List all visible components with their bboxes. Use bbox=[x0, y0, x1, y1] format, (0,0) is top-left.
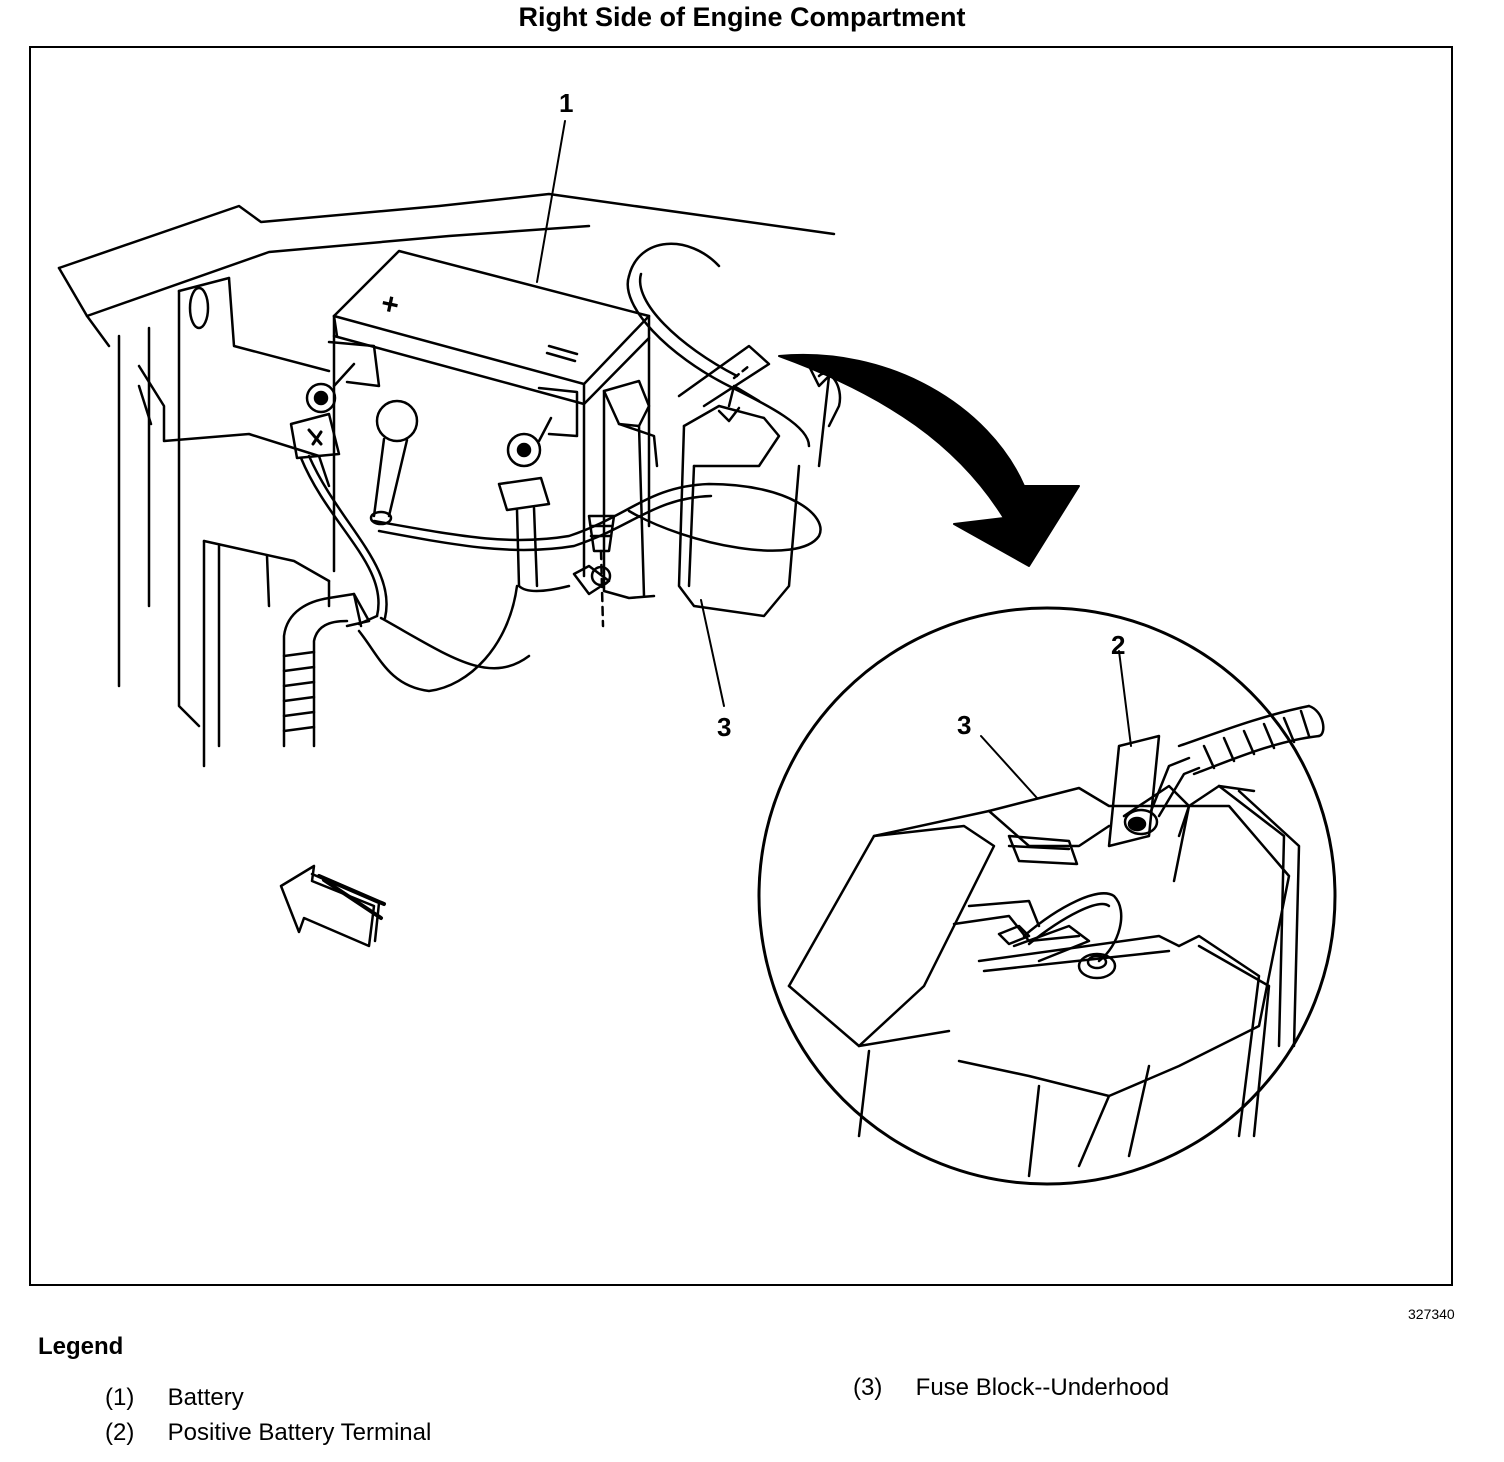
legend-item: (3) Fuse Block--Underhood bbox=[853, 1374, 1169, 1402]
callout-3-detail: 3 bbox=[957, 710, 971, 740]
fender-structure bbox=[57, 192, 836, 768]
view-direction-arrow bbox=[279, 864, 386, 948]
figure-id: 327340 bbox=[1408, 1306, 1455, 1322]
legend-item-label: Battery bbox=[167, 1384, 244, 1411]
legend-item-number: (2) bbox=[105, 1419, 135, 1446]
legend-item-number: (3) bbox=[853, 1374, 883, 1401]
callout-3-main: 3 bbox=[717, 712, 731, 742]
page-title: Right Side of Engine Compartment bbox=[518, 2, 966, 32]
illustration-frame bbox=[29, 46, 1453, 1286]
legend-item-number: (1) bbox=[105, 1384, 135, 1411]
legend-item-label: Fuse Block--Underhood bbox=[915, 1374, 1170, 1401]
callout-2: 2 bbox=[1111, 630, 1125, 660]
legend-item: (2) Positive Battery Terminal bbox=[105, 1419, 431, 1447]
battery: + bbox=[327, 249, 651, 578]
battery-vent-tube bbox=[369, 399, 419, 526]
legend-item: (1) Battery bbox=[105, 1384, 244, 1412]
fuse-block-main bbox=[602, 344, 842, 618]
battery-positive-mark: + bbox=[378, 287, 402, 323]
callout-1: 1 bbox=[559, 88, 573, 118]
legend-item-label: Positive Battery Terminal bbox=[167, 1419, 432, 1446]
zoom-arrow bbox=[778, 353, 1080, 567]
harness-conduit bbox=[282, 592, 371, 748]
negative-terminal-cable bbox=[497, 416, 553, 588]
ground-bolt bbox=[517, 514, 616, 628]
legend-heading: Legend bbox=[38, 1333, 124, 1360]
callout-leaders bbox=[536, 120, 1132, 799]
wiring-harness bbox=[357, 242, 822, 693]
positive-terminal-cable bbox=[289, 362, 531, 670]
engine-compartment-illustration: + bbox=[57, 88, 1337, 1186]
detail-circle-view bbox=[757, 606, 1337, 1186]
